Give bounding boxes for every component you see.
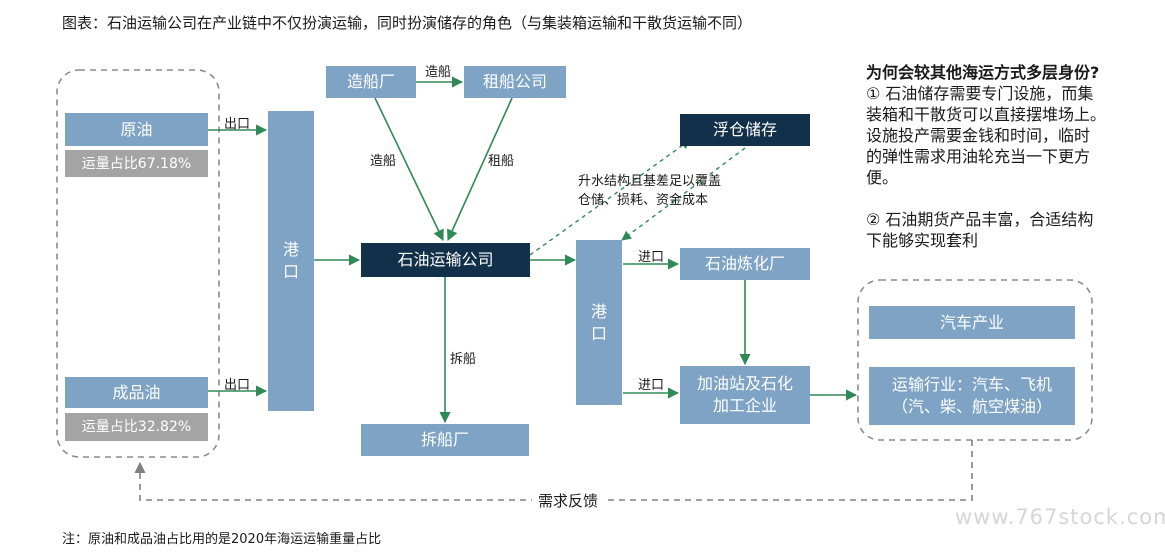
import-label-bottom: 进口 [638, 378, 665, 393]
right-port-box: 港 口 [576, 240, 622, 405]
left-port-box: 港 口 [268, 111, 314, 411]
transport-label-2: （汽、柴、航空煤油） [891, 397, 1052, 416]
side-heading: 为何会较其他海运方式多层身份? [866, 63, 1100, 82]
gas-station-label-2: 加工企业 [712, 396, 777, 415]
build-label-top: 造船 [425, 65, 452, 80]
export-label-bottom: 出口 [224, 378, 251, 393]
oil-to-storage-dashed-arrow [529, 139, 691, 256]
side-point1-line2: 装箱和干散货可以直接摆堆场上。 [866, 105, 1107, 124]
producer-group-outline [56, 69, 220, 458]
side-point2-line2: 下能够实现套利 [866, 231, 979, 250]
storage-to-port-dashed-arrow [621, 147, 746, 241]
transport-label-1: 运输行业：汽车、飞机 [891, 375, 1052, 394]
import-label-top: 进口 [638, 250, 665, 265]
floating-storage-box: 浮仓储存 [680, 114, 810, 146]
footnote: 注：原油和成品油占比用的是2020年海运运输重量占比 [62, 532, 382, 547]
refined-oil-box: 成品油 [65, 377, 208, 408]
side-commentary: 为何会较其他海运方式多层身份? ① 石油储存需要专门设施，而集 装箱和干散货可以… [866, 62, 1151, 251]
contango-condition-label: 升水结构且基差足以覆盖 仓储、损耗、资金成本 [578, 172, 721, 210]
gas-station-label-1: 加油站及石化 [696, 374, 793, 393]
crude-share-badge: 运量占比67.18% [65, 150, 208, 177]
shipyard-to-oil-arrow [374, 97, 444, 242]
refinery-box: 石油炼化厂 [680, 248, 810, 280]
scrapyard-box: 拆船厂 [361, 424, 529, 456]
build-label-diagonal: 造船 [370, 154, 397, 169]
gas-station-box: 加油站及石化 加工企业 [680, 366, 810, 424]
contango-line-1: 升水结构且基差足以覆盖 [578, 174, 722, 189]
figure-title: 图表：石油运输公司在产业链中不仅扮演运输，同时扮演储存的角色（与集装箱运输和干散… [62, 14, 753, 32]
auto-industry-box: 汽车产业 [869, 306, 1075, 339]
right-port-label-2: 口 [590, 323, 607, 343]
left-port-label-1: 港 [282, 240, 299, 259]
transport-industry-box: 运输行业：汽车、飞机 （汽、柴、航空煤油） [869, 367, 1075, 425]
left-port-label-2: 口 [282, 262, 299, 281]
ship-leasing-box: 租船公司 [464, 66, 566, 98]
side-point1-line3: 设施投产需要金钱和时间，临时 [866, 126, 1091, 145]
contango-line-2: 仓储、损耗、资金成本 [578, 193, 709, 208]
right-port-label-1: 港 [590, 301, 607, 321]
lease-label-diagonal: 租船 [488, 154, 515, 169]
refinery-label: 石油炼化厂 [704, 254, 785, 273]
side-point1-line5: 便。 [866, 168, 899, 187]
export-label-top: 出口 [224, 117, 251, 132]
shipyard-box: 造船厂 [326, 66, 416, 98]
watermark: www.767stock.com [955, 505, 1165, 529]
leasing-to-oil-arrow [447, 97, 513, 242]
scrap-label: 拆船 [450, 352, 477, 367]
refined-share-badge: 运量占比32.82% [65, 413, 208, 441]
demand-feedback-label: 需求反馈 [532, 490, 605, 511]
side-point1-line1: ① 石油储存需要专门设施，而集 [866, 84, 1094, 103]
side-point2-line1: ② 石油期货产品丰富，合适结构 [866, 210, 1094, 229]
oil-shipping-company-box: 石油运输公司 [361, 243, 530, 277]
crude-oil-box: 原油 [65, 113, 208, 146]
side-point1-line4: 的弹性需求用油轮充当一下更方 [866, 147, 1091, 166]
